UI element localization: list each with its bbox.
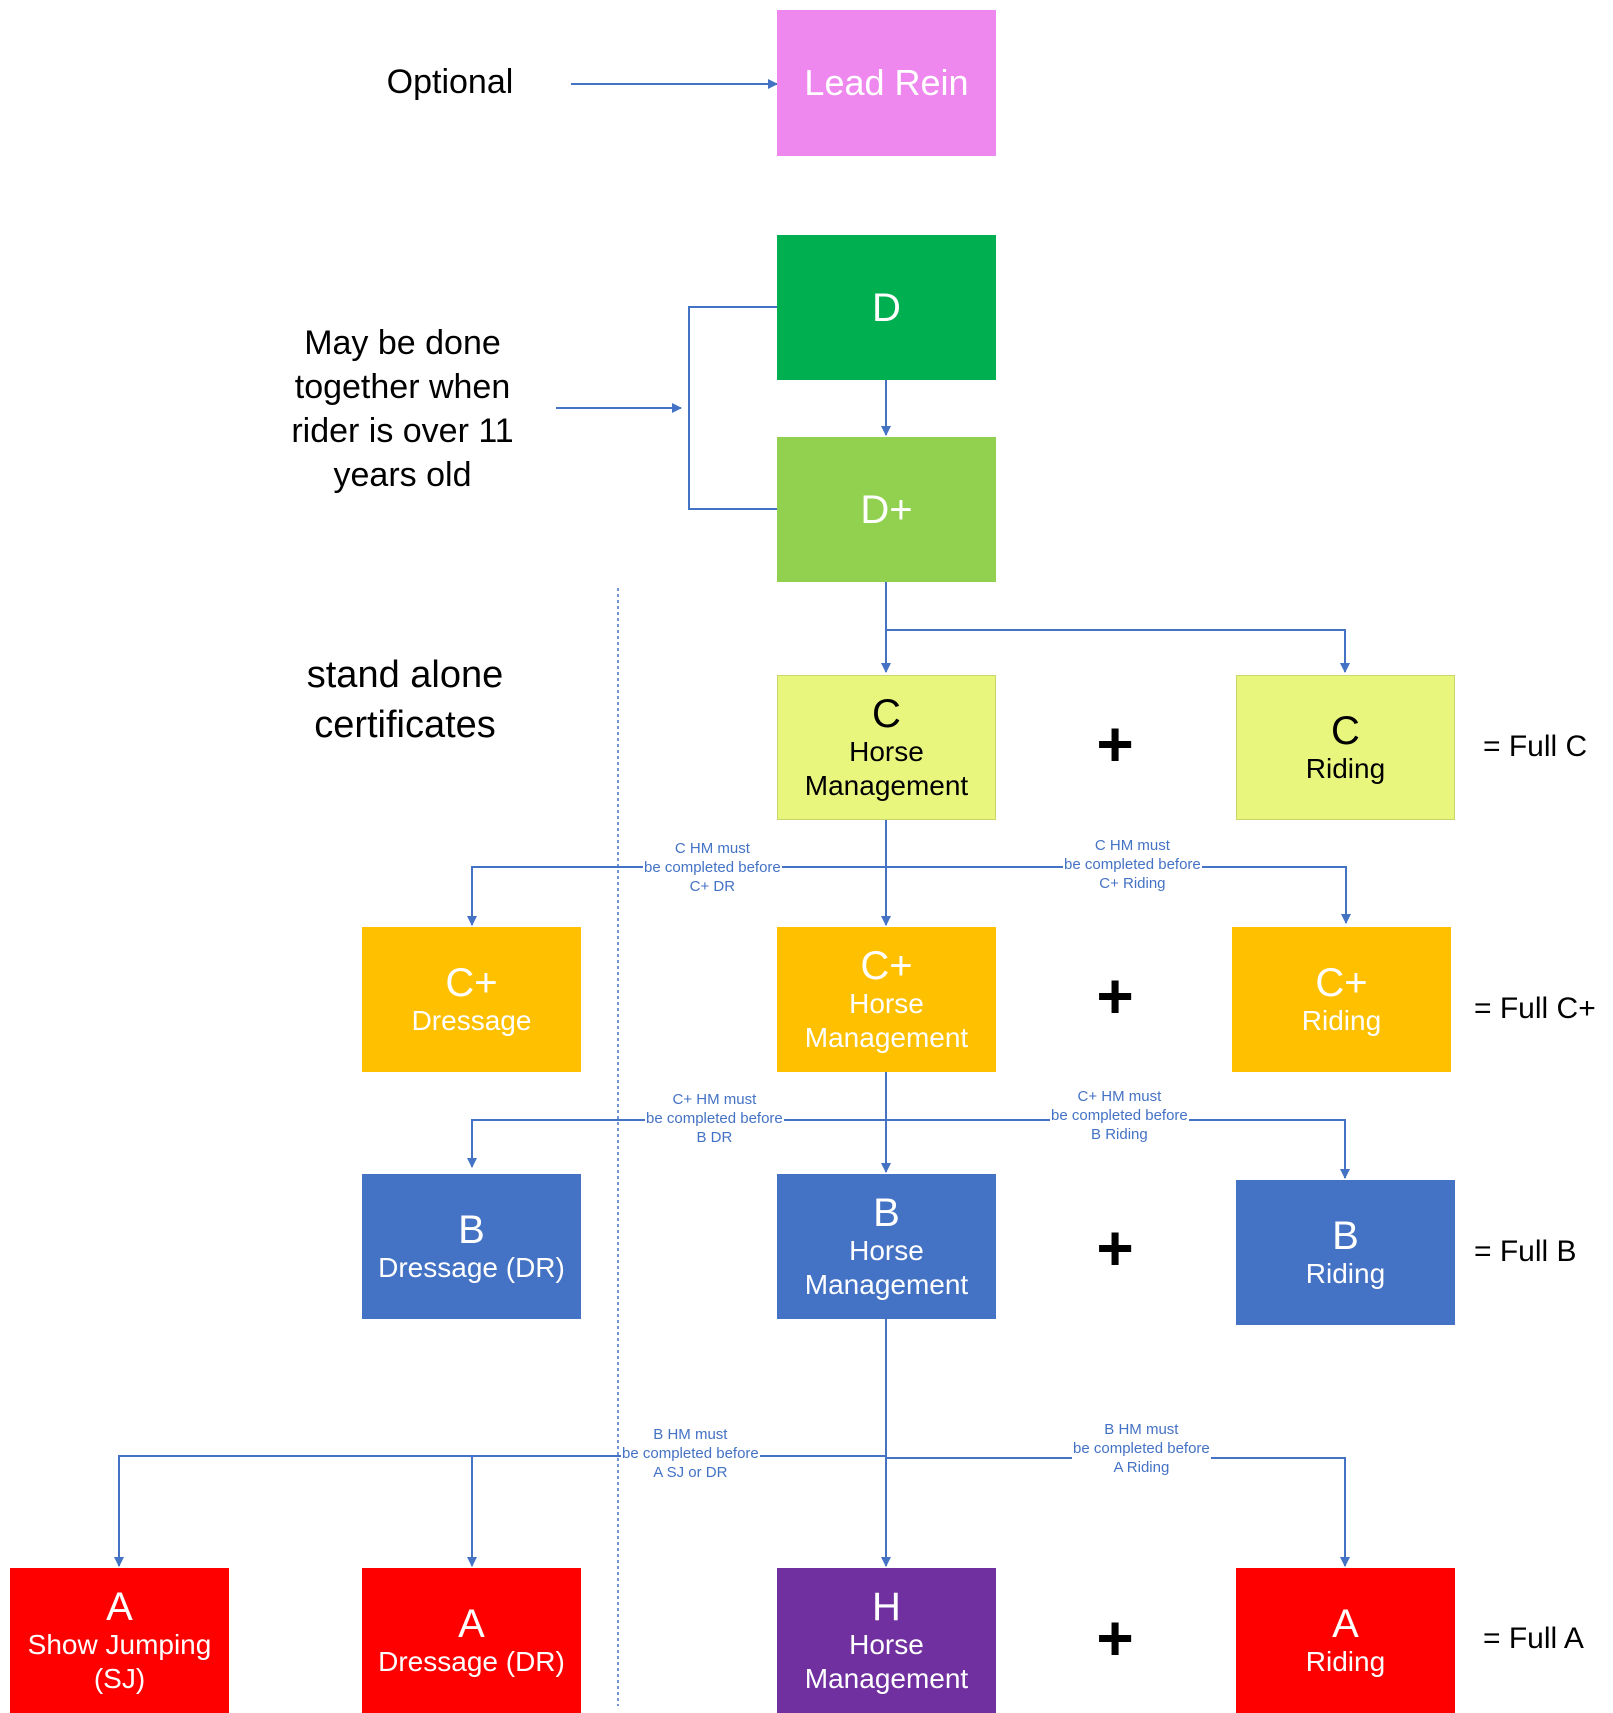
full-a-label: = Full A	[1483, 1622, 1584, 1655]
plus-cp: +	[1096, 960, 1134, 1032]
arrow-b-hm-to-a-riding	[886, 1457, 1350, 1567]
box-h-horse-management: H Horse Management	[777, 1568, 996, 1713]
box-b-riding: B Riding	[1236, 1180, 1455, 1325]
full-cp-label: = Full C+	[1474, 992, 1596, 1025]
full-c-label: = Full C	[1483, 730, 1588, 763]
box-d-plus: D+	[777, 437, 996, 582]
box-lead-rein: Lead Rein	[777, 10, 996, 156]
box-b-horse-management: B Horse Management	[777, 1174, 996, 1319]
box-cp-dressage: C+ Dressage	[362, 927, 581, 1072]
box-cp-riding: C+ Riding	[1232, 927, 1451, 1072]
plus-a: +	[1096, 1602, 1134, 1674]
arrow-c-hm-to-cp-riding	[886, 866, 1351, 924]
box-a-riding: A Riding	[1236, 1568, 1455, 1713]
box-c-riding: C Riding	[1236, 675, 1455, 820]
box-d: D	[777, 235, 996, 380]
note-optional: Optional	[386, 63, 514, 101]
note-together: May be done together when rider is over …	[291, 324, 514, 494]
plus-b: +	[1096, 1212, 1134, 1284]
arrow-b-hm-to-a-sj	[114, 1455, 886, 1567]
arrow-dplus-to-c-riding	[886, 629, 1350, 673]
full-b-label: = Full B	[1474, 1235, 1577, 1268]
bracket-d-dplus	[688, 306, 777, 510]
box-c-horse-management: C Horse Management	[777, 675, 996, 820]
plus-c: +	[1096, 708, 1134, 780]
note-standalone: stand alone certificates	[306, 654, 504, 746]
box-cp-horse-management: C+ Horse Management	[777, 927, 996, 1072]
box-a-dressage: A Dressage (DR)	[362, 1568, 581, 1713]
box-a-show-jumping: A Show Jumping (SJ)	[10, 1568, 229, 1713]
arrow-cp-hm-to-b-riding	[886, 1119, 1350, 1179]
box-b-dressage: B Dressage (DR)	[362, 1174, 581, 1319]
